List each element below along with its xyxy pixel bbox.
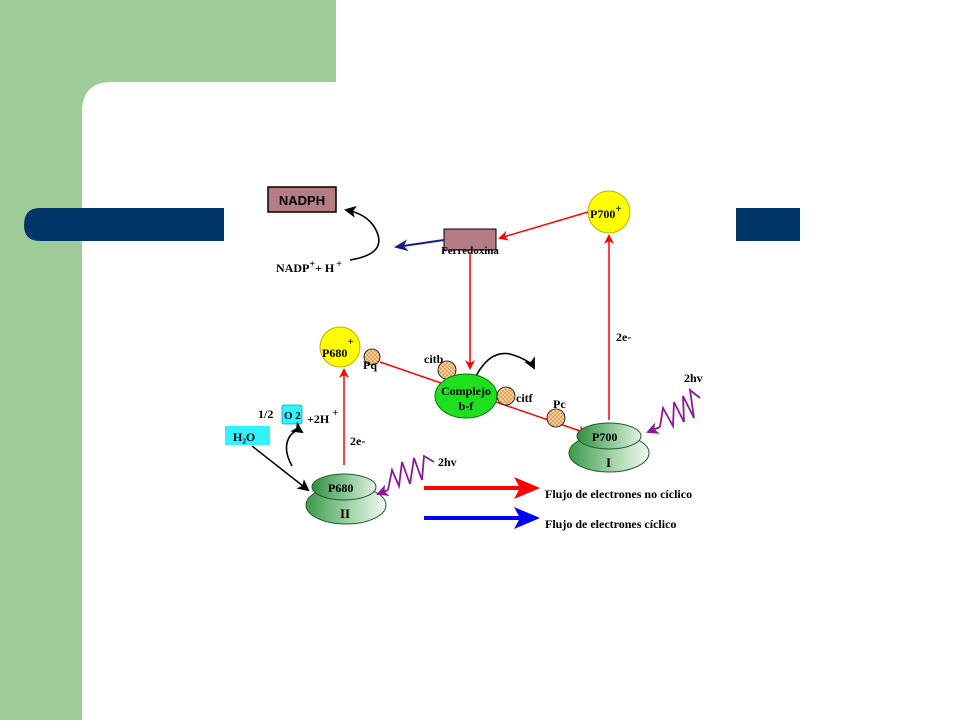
pq-label: Pq xyxy=(363,358,377,372)
p680-plus-circle: P680+ xyxy=(319,326,361,368)
nadph-label: NADPH xyxy=(279,193,325,208)
photon-arrow-bottom xyxy=(376,484,390,496)
h2o-label: H₂O xyxy=(233,430,255,444)
citb-label: citb xyxy=(424,352,444,366)
nadph-box: NADPH xyxy=(267,186,337,213)
p700-label: P700 xyxy=(592,430,617,444)
nadp-label: NADP++ H+ xyxy=(276,259,342,275)
pc-label: Pc xyxy=(553,397,566,411)
water-to-o2-arrow xyxy=(285,421,304,467)
p700-plus-circle: P700+ xyxy=(587,190,631,234)
two-e-top: 2e- xyxy=(616,330,631,344)
navy-band-left xyxy=(24,208,224,241)
complejo-cyclic-arrow xyxy=(475,352,535,377)
photosystem-ii: P680 II xyxy=(305,473,387,525)
citf-label: citf xyxy=(516,391,534,405)
p680-label: P680 xyxy=(328,481,353,495)
photon-arrow-right xyxy=(646,422,661,434)
ps2-numeral: II xyxy=(340,506,350,521)
legend-red-arrowhead xyxy=(514,477,540,499)
ferredoxina-box: Ferredoxina xyxy=(441,228,499,257)
photon-wave-bottom xyxy=(387,454,435,491)
h2o-to-ps2-arrow xyxy=(251,445,310,492)
complejo-bf: Complejo b-f xyxy=(434,373,498,419)
nadph-curve-arrow xyxy=(344,205,380,261)
half-label: 1/2 xyxy=(258,407,273,421)
photosystem-i: P700 I xyxy=(568,422,650,473)
legend-noncyclic-label: Flujo de electrones no cíclico xyxy=(545,487,692,501)
pq-dot xyxy=(363,348,381,366)
two-e-bottom: 2e- xyxy=(350,434,365,448)
navy-band-right xyxy=(736,208,800,241)
p700-to-ferredoxina-arrow xyxy=(498,211,589,241)
ps1-numeral: I xyxy=(606,455,611,470)
pc-dot xyxy=(546,408,566,428)
top-green-band xyxy=(80,0,336,80)
ferredoxina-to-nadp-arrow xyxy=(394,239,445,252)
sidebar-green xyxy=(0,0,80,720)
ferredoxina-label: Ferredoxina xyxy=(441,245,499,257)
two-hv-bottom: 2hv xyxy=(438,455,457,469)
two-h-label: +2H+ xyxy=(307,407,338,426)
complejo-label-line1: Complejo xyxy=(441,384,491,398)
p680-plus-label: P680+ xyxy=(322,336,354,360)
legend-cyclic-label: Flujo de electrones cíclico xyxy=(545,517,676,531)
photon-wave-right xyxy=(659,387,701,430)
two-hv-right: 2hv xyxy=(684,371,703,385)
o2-label: O 2 xyxy=(284,410,301,422)
legend-blue-arrowhead xyxy=(514,507,540,529)
citf-dot xyxy=(496,386,516,406)
complejo-label-line2: b-f xyxy=(459,399,475,413)
h2o-box xyxy=(225,426,270,445)
p700-plus-label: P700+ xyxy=(590,203,622,221)
legend: Flujo de electrones no cíclico Flujo de … xyxy=(424,477,692,531)
